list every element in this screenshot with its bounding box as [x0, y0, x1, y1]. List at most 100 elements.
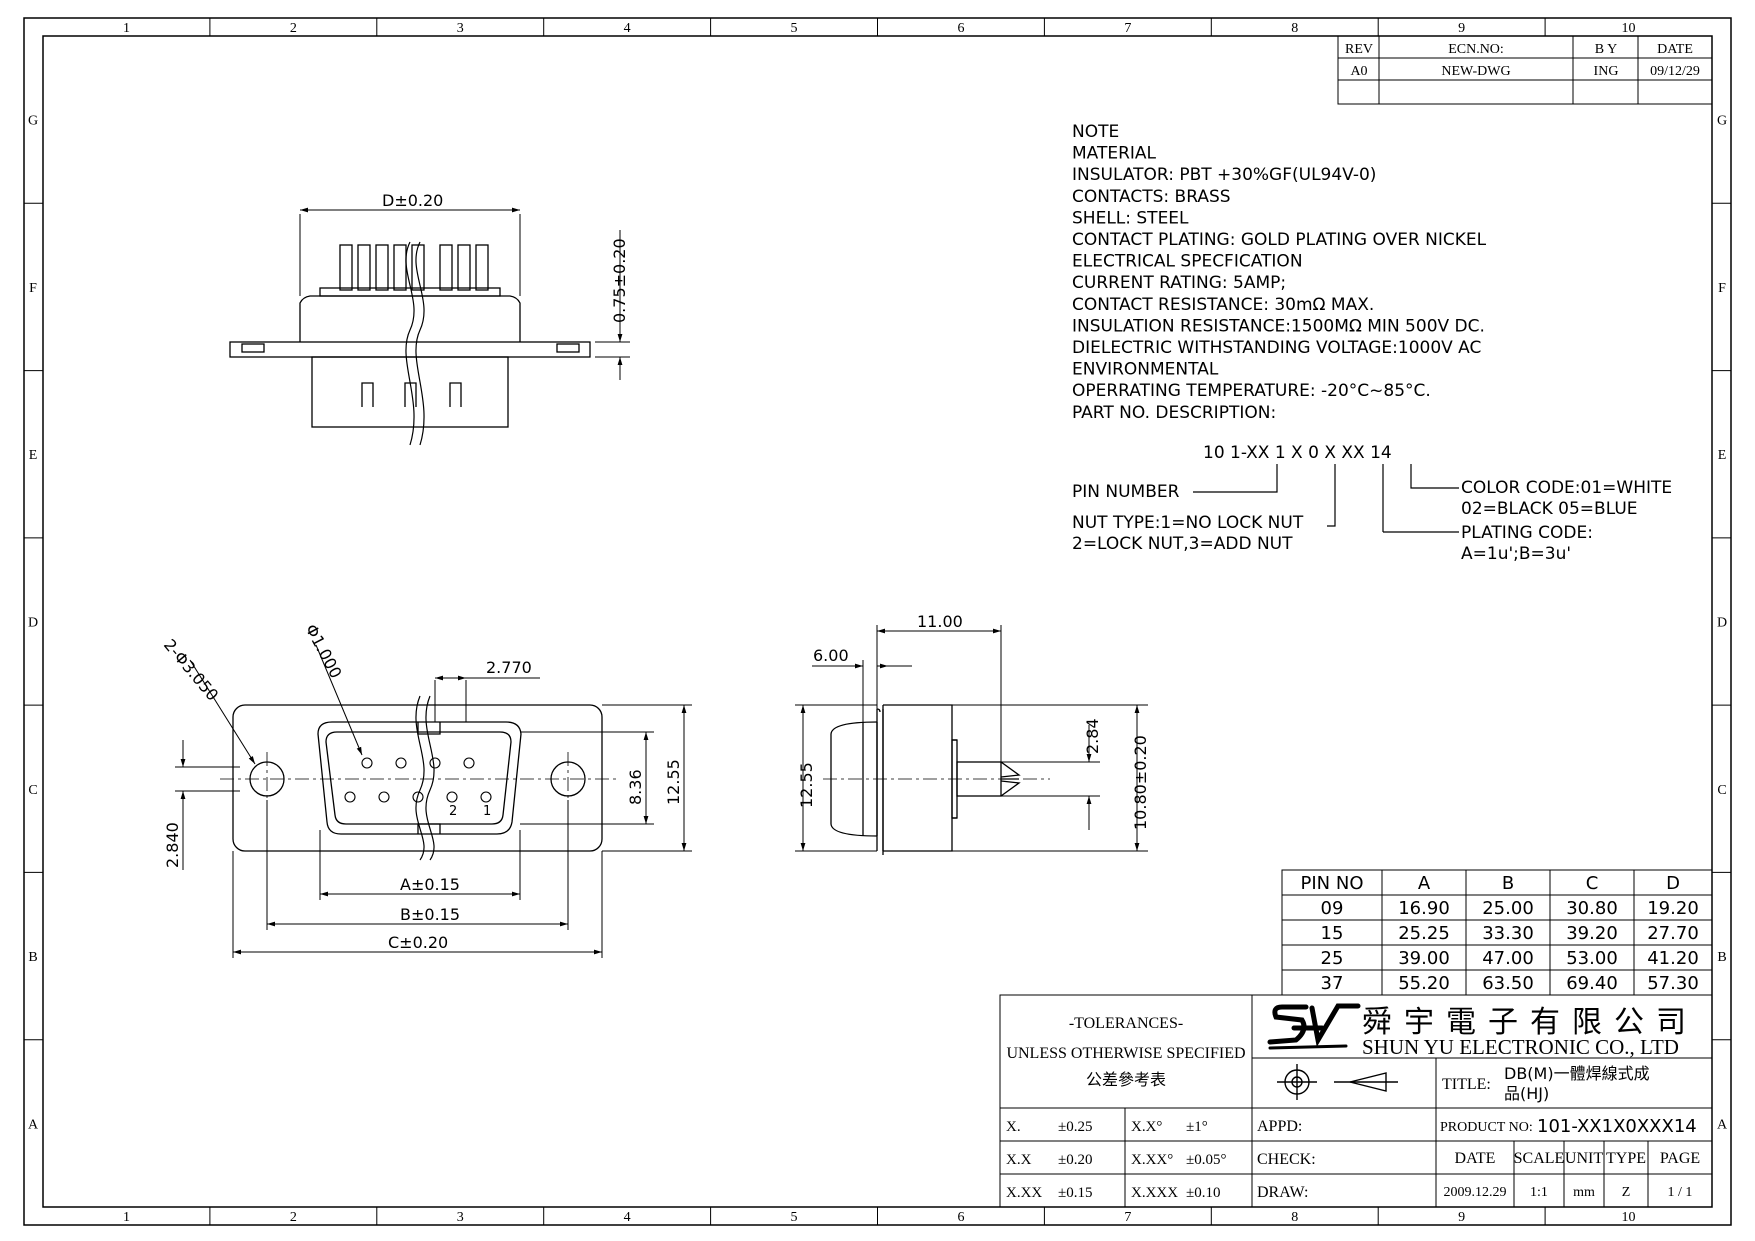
note-line: OPERRATING TEMPERATURE: -20°C~85°C.	[1072, 381, 1431, 401]
frame-row-label-right: D	[1717, 616, 1727, 631]
frame-col-label-top: 1	[123, 21, 130, 36]
part-code: 10 1-XX 1 X 0 X XX 14	[1203, 443, 1392, 463]
by-header: B Y	[1595, 42, 1617, 57]
dim-284-label: 2.84	[1083, 718, 1102, 754]
pin-table-cell: 27.70	[1647, 923, 1699, 944]
contact-pin	[412, 791, 424, 803]
frame-col-label-top: 7	[1124, 21, 1131, 36]
pin-table-cell: 53.00	[1566, 948, 1618, 969]
note-line: MATERIAL	[1072, 144, 1157, 164]
meta-value: 1:1	[1530, 1185, 1548, 1200]
meta-header: PAGE	[1660, 1150, 1700, 1167]
pin-table-cell: 15	[1321, 923, 1344, 944]
contact-pin	[446, 791, 458, 803]
draw-label: DRAW:	[1257, 1184, 1308, 1201]
note-line: DIELECTRIC WITHSTANDING VOLTAGE:1000V AC	[1072, 338, 1481, 358]
frame-col-label-top: 8	[1291, 21, 1298, 36]
pin-table-cell: 37	[1321, 973, 1344, 994]
nut-type-line-2: 2=LOCK NUT,3=ADD NUT	[1072, 534, 1293, 554]
frame-col-label-bottom: 9	[1458, 1210, 1465, 1225]
nut-type-line-1: NUT TYPE:1=NO LOCK NUT	[1072, 513, 1304, 533]
contact-pin	[344, 791, 356, 803]
pin-table-cell: 30.80	[1566, 898, 1618, 919]
note-line: INSULATION RESISTANCE:1500MΩ MIN 500V DC…	[1072, 316, 1485, 336]
dim-6-label: 6.00	[813, 646, 849, 665]
plating-code-line-2: A=1u';B=3u'	[1461, 544, 1571, 564]
pin-table-header: D	[1666, 873, 1680, 894]
dim-pitch-label: 2.770	[486, 658, 532, 677]
frame-col-label-bottom: 4	[624, 1210, 631, 1225]
plating-code-line-1: PLATING CODE:	[1461, 523, 1593, 543]
frame-row-label-left: B	[28, 950, 37, 965]
tolerance-cell: ±0.20	[1058, 1152, 1092, 1168]
pin-table-cell: 33.30	[1482, 923, 1534, 944]
pin-table-cell: 25.00	[1482, 898, 1534, 919]
front-view-dimensions	[175, 644, 692, 958]
pin-1-label: 1	[483, 804, 491, 819]
pin-table-cell: 69.40	[1566, 973, 1618, 994]
front-view-contacts	[344, 757, 492, 803]
dim-075-label: 0.75±0.20	[610, 238, 629, 323]
product-no-label: PRODUCT NO:	[1440, 1120, 1533, 1135]
contact-pin	[429, 757, 441, 769]
pin-table-cell: 39.00	[1398, 948, 1450, 969]
pin-table-cell: 63.50	[1482, 973, 1534, 994]
note-line: ENVIRONMENTAL	[1072, 360, 1219, 380]
contact-pin	[480, 791, 492, 803]
tolerance-cell: X.XXX	[1131, 1185, 1178, 1201]
front-view	[232, 704, 603, 852]
pin-table-cell: 16.90	[1398, 898, 1450, 919]
frame-row-label-right: G	[1717, 114, 1727, 129]
pin-table-cell: 47.00	[1482, 948, 1534, 969]
frame-row-label-left: D	[28, 616, 38, 631]
company-name-cn: 舜宇電子有限公司	[1362, 1005, 1698, 1040]
meta-header: TYPE	[1606, 1150, 1646, 1167]
side-view-dimensions	[795, 625, 1148, 852]
note-line: INSULATOR: PBT +30%GF(UL94V-0)	[1072, 165, 1376, 185]
pin-table-cell: 55.20	[1398, 973, 1450, 994]
pin-table-header: PIN NO	[1301, 873, 1364, 894]
meta-header: UNIT	[1565, 1150, 1603, 1167]
side-view-labels: 11.00 6.00 12.55 2.84 10.80±0.20	[797, 612, 1150, 830]
title-label: TITLE:	[1442, 1076, 1491, 1093]
note-line: CONTACT RESISTANCE: 30mΩ MAX.	[1072, 295, 1374, 315]
pin-table-cell: 25	[1321, 948, 1344, 969]
color-code-line-1: COLOR CODE:01=WHITE	[1461, 478, 1672, 498]
frame-col-label-bottom: 3	[457, 1210, 464, 1225]
frame-col-label-top: 5	[791, 21, 798, 36]
tolerance-subtitle: UNLESS OTHERWISE SPECIFIED	[1006, 1045, 1245, 1062]
front-view-break	[415, 695, 435, 861]
frame-row-label-right: C	[1717, 783, 1726, 798]
projection-symbol	[1277, 1064, 1398, 1100]
dim-11-label: 11.00	[917, 612, 963, 631]
tolerance-cell: ±1°	[1186, 1119, 1208, 1135]
meta-value: 1 / 1	[1668, 1185, 1693, 1200]
note-line: PART NO. DESCRIPTION:	[1072, 403, 1276, 423]
frame-col-label-bottom: 5	[791, 1210, 798, 1225]
contact-pin	[361, 757, 373, 769]
note-line: SHELL: STEEL	[1072, 208, 1189, 228]
meta-value: mm	[1573, 1185, 1595, 1200]
pin-table-cell: 39.20	[1566, 923, 1618, 944]
dim-1080-label: 10.80±0.20	[1131, 735, 1150, 830]
ecn-value: NEW-DWG	[1441, 64, 1510, 79]
frame-row-label-right: F	[1718, 281, 1726, 296]
title-text: TITLE: DB(M)一體焊線式成 品(HJ) APPD: CHECK: DR…	[1257, 1064, 1697, 1201]
by-value: ING	[1594, 64, 1619, 79]
top-view-dimensions	[299, 207, 630, 380]
frame-col-label-bottom: 6	[957, 1210, 964, 1225]
tolerance-cell: ±0.25	[1058, 1119, 1092, 1135]
dim-side-1255-label: 12.55	[797, 762, 816, 808]
frame-row-label-left: C	[28, 783, 37, 798]
frame-col-label-top: 6	[957, 21, 964, 36]
company-name-en: SHUN YU ELECTRONIC CO., LTD	[1362, 1035, 1679, 1059]
pin-table-cell: 19.20	[1647, 898, 1699, 919]
frame-row-label-left: A	[28, 1117, 39, 1132]
contact-pin	[378, 791, 390, 803]
frame-row-label-right: E	[1718, 448, 1727, 463]
pin-2-label: 2	[449, 804, 457, 819]
frame-col-label-bottom: 7	[1124, 1210, 1131, 1225]
